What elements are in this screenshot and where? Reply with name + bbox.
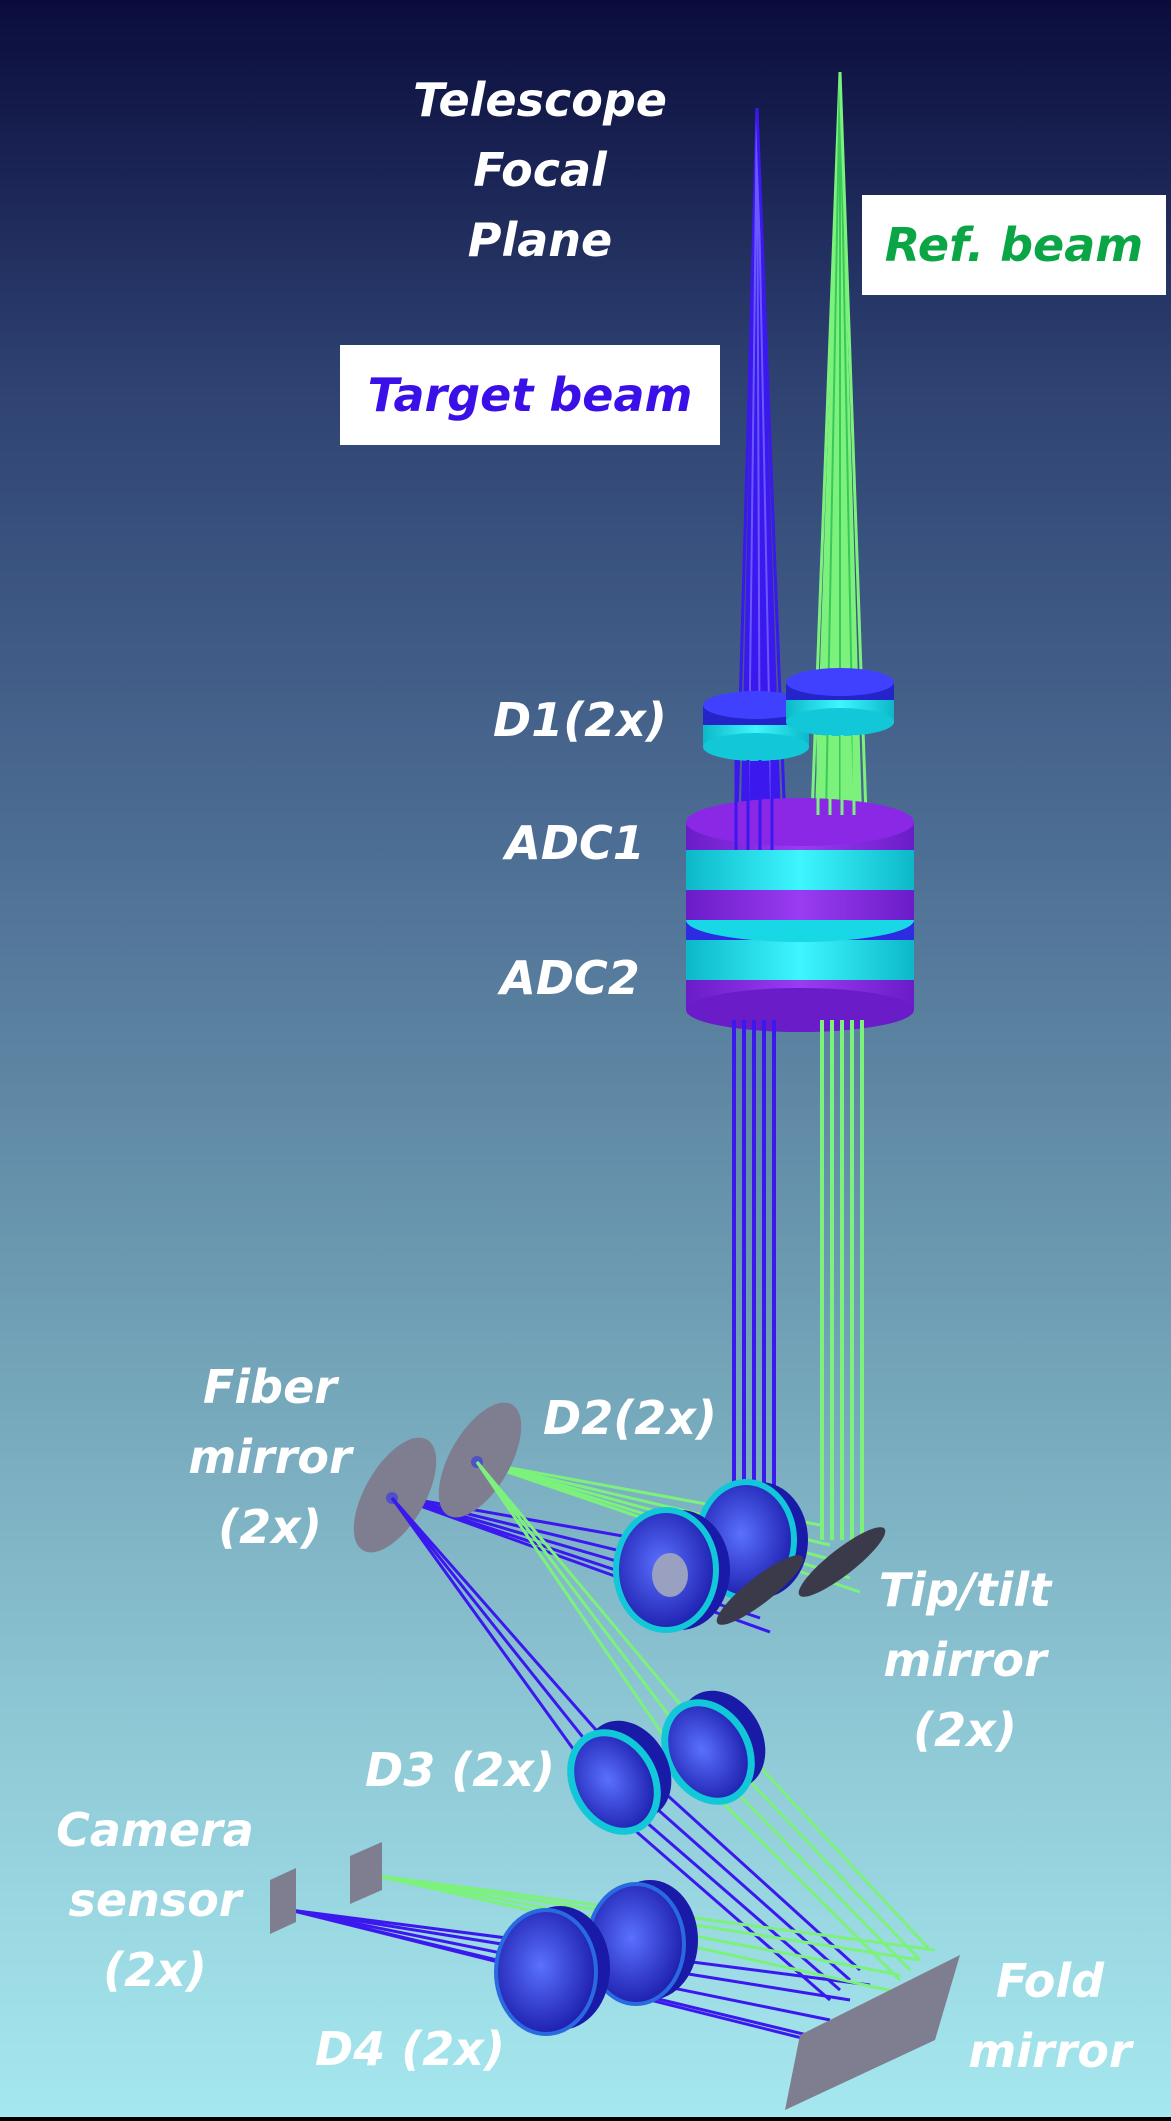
fold-mirror-label: Fold mirror (968, 1954, 1132, 2078)
d4-label: D4 (2x) (315, 2022, 505, 2076)
d2-lens-target (613, 1507, 730, 1633)
adc2-label: ADC2 (500, 951, 640, 1005)
bottom-border (0, 2117, 1171, 2121)
d1-label: D1(2x) (493, 693, 667, 747)
d2-label: D2(2x) (543, 1391, 717, 1445)
camera-sensors (270, 1842, 382, 1934)
d3-lens-reference (661, 1690, 766, 1805)
tip-tilt-mirrors (716, 1527, 886, 1625)
d1-lens-reference (786, 668, 894, 736)
camera-sensor-label: Camera sensor (2x) (56, 1803, 254, 1997)
fold-mirror (785, 1955, 960, 2110)
telescope-focal-plane-label: Telescope Focal Plane (413, 73, 667, 267)
target-beam-vertical (732, 1020, 776, 1560)
target-beam-label: Target beam (340, 345, 720, 445)
d3-label: D3 (2x) (365, 1743, 555, 1797)
reference-beam-label: Ref. beam (862, 195, 1166, 295)
d1-lens-target (703, 691, 809, 761)
tip-tilt-mirror-label: Tip/tilt mirror (2x) (878, 1563, 1052, 1757)
adc-assembly (686, 735, 914, 1032)
adc1-label: ADC1 (505, 816, 645, 870)
d4-lens-target (494, 1906, 610, 2036)
d3-lens-target (567, 1720, 672, 1835)
target-beam-upper (734, 107, 788, 851)
reference-beam-vertical (820, 1020, 864, 1540)
fiber-mirror-label: Fiber mirror (2x) (188, 1360, 352, 1554)
